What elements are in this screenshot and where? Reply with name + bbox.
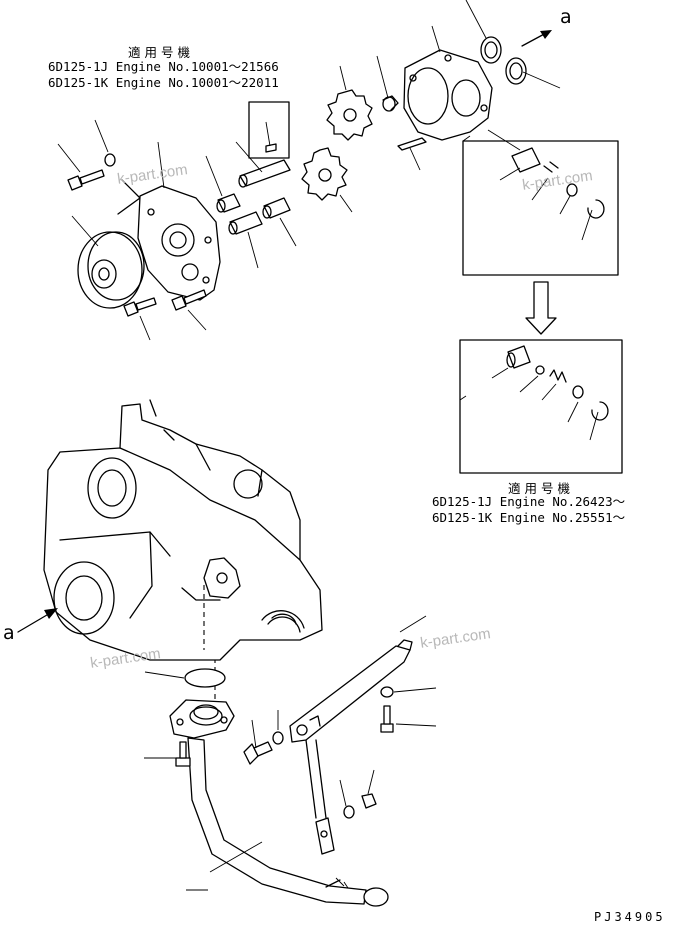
gasket bbox=[184, 668, 226, 688]
bushing bbox=[382, 95, 399, 112]
relief-valve-early bbox=[511, 147, 605, 219]
bottom-note-line-2: 6D125-1K Engine No.25551～ bbox=[432, 510, 626, 525]
dowel-pin bbox=[397, 137, 427, 151]
pipe-flange-bolt bbox=[175, 741, 191, 767]
seal-rings bbox=[480, 36, 527, 85]
top-note-title: 適用号機 bbox=[128, 45, 195, 60]
relief-valve-box-late bbox=[459, 339, 623, 474]
shafts bbox=[216, 159, 291, 235]
drawing-code: PJ34905 bbox=[594, 910, 666, 924]
relief-valve-box-early bbox=[462, 140, 619, 276]
bottom-note-line-1: 6D125-1J Engine No.26423～ bbox=[432, 494, 626, 509]
pump-gear-upper bbox=[326, 89, 373, 141]
pipe-bracket bbox=[289, 639, 413, 819]
washer-lower bbox=[343, 805, 355, 819]
top-note-line-1: 6D125-1J Engine No.10001～21566 bbox=[48, 59, 279, 74]
pump-cover bbox=[137, 185, 221, 301]
pump-gear-lower bbox=[301, 147, 348, 201]
engine-block bbox=[43, 399, 323, 661]
washer-bracket bbox=[380, 686, 394, 698]
reference-label-left: a bbox=[3, 622, 15, 644]
flange-bolt bbox=[243, 731, 284, 765]
pump-housing bbox=[403, 49, 493, 141]
bottom-note-title: 適用号機 bbox=[508, 481, 575, 496]
suction-pipe bbox=[169, 699, 389, 907]
bolt-bracket bbox=[380, 705, 394, 733]
change-arrow bbox=[525, 281, 557, 335]
relief-valve-late bbox=[506, 345, 609, 421]
top-note-line-2: 6D125-1K Engine No.10001～22011 bbox=[48, 75, 279, 90]
cover-bolt bbox=[67, 153, 116, 191]
cover-bolts-lower bbox=[123, 289, 207, 317]
nut-lower bbox=[361, 793, 377, 809]
key-detail-box bbox=[248, 101, 290, 159]
reference-label-top: a bbox=[560, 6, 572, 28]
drive-gear bbox=[77, 231, 145, 309]
